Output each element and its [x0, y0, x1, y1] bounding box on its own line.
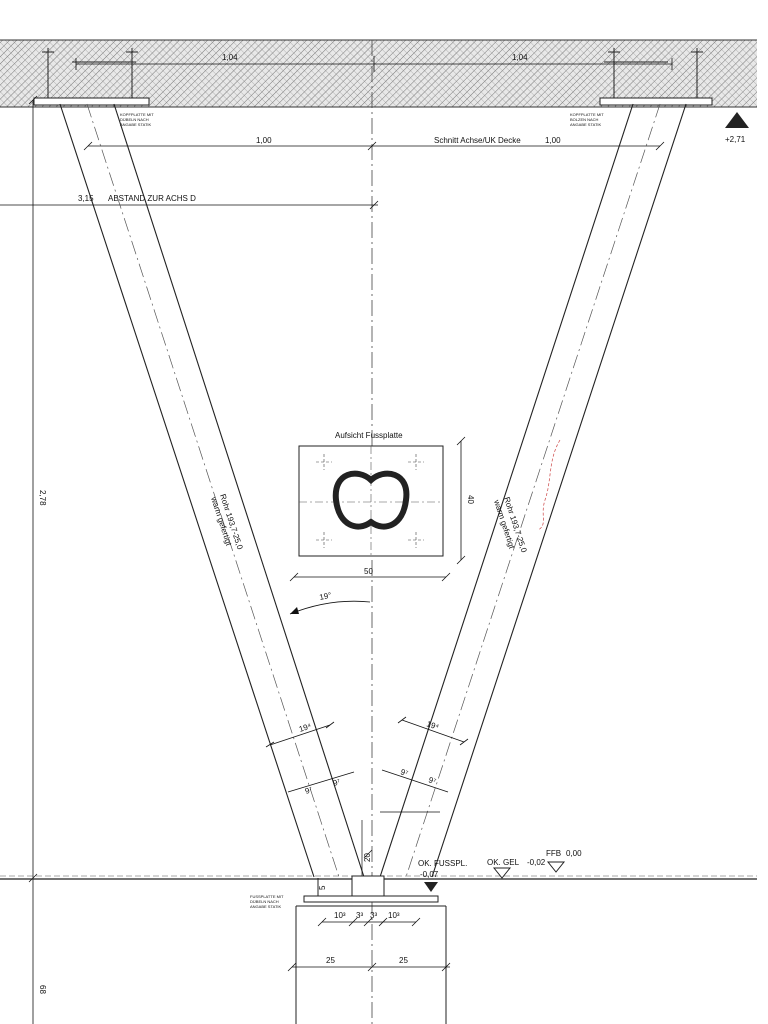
- base-dim-1-label: 10³: [334, 911, 346, 920]
- foot-plate-note-3: ANGABE STATIK: [250, 904, 282, 909]
- level-marker-top: [725, 112, 749, 128]
- head-plate-left-note-3: ANGABE STATIK: [120, 122, 152, 127]
- base-dim-3-label: 3³: [370, 911, 377, 920]
- pipe-width-right-label: 19⁴: [425, 719, 440, 732]
- head-plate-right-note-2: BOLZEN NACH: [570, 117, 599, 122]
- section-label: Schnitt Achse/UK Decke: [434, 136, 521, 145]
- level-marker-fusspl: [424, 882, 438, 892]
- base-plate-detail: [298, 445, 444, 557]
- base-width-left-label: 25: [326, 956, 335, 965]
- head-plate-left-note-1: KOPFPLATTE MIT: [120, 112, 154, 117]
- ok-fusspl-label: OK. FUSSPL.: [418, 859, 467, 868]
- level-marker-gelaende: [492, 867, 512, 879]
- ok-gel-value: -0,02: [527, 858, 546, 867]
- top-left-span-label: 1,04: [222, 53, 238, 62]
- half-right-b: 9⁷: [427, 775, 437, 786]
- axis-dimension: [83, 141, 665, 151]
- axis-left-value: 1,00: [256, 136, 272, 145]
- ok-fusspl-value: -0,07: [420, 870, 439, 879]
- foot-small-label: 5: [318, 885, 327, 890]
- detail-title: Aufsicht Fussplatte: [335, 431, 403, 440]
- axis-right-value: 1,00: [545, 136, 561, 145]
- pipe-left: [59, 103, 365, 878]
- top-right-span-label: 1,04: [512, 53, 528, 62]
- base-dim-row-2: [287, 962, 451, 972]
- half-left-a: 9⁷: [304, 785, 314, 796]
- base-dim-2-label: 3³: [356, 911, 363, 920]
- level-marker-ffb: [546, 861, 566, 873]
- foot-gap-label: 20: [363, 853, 372, 862]
- pipe-width-right-dim: [397, 716, 469, 746]
- bottom-vertical-label: 68: [38, 985, 47, 994]
- pipe-width-left-label: 19⁴: [298, 721, 313, 734]
- head-plate-left: [33, 48, 150, 106]
- base-dim-4-label: 10³: [388, 911, 400, 920]
- foot-plate-note-1: FUSSPLATTE MIT: [250, 894, 284, 899]
- level-top-label: +2,71: [725, 135, 746, 144]
- ffb-value: 0,00: [566, 849, 582, 858]
- vertical-dimension-left: [28, 95, 38, 1024]
- detail-width-label: 50: [364, 567, 373, 576]
- detail-height-dimension: [456, 436, 466, 565]
- half-width-left-dim: [287, 771, 355, 793]
- half-left-b: 9⁷: [332, 777, 342, 788]
- distance-label: ABSTAND ZUR ACHS D: [108, 194, 196, 203]
- foundation: [295, 905, 447, 1024]
- pipe-section-shape: [332, 470, 410, 530]
- base-dim-row-1: [317, 917, 421, 927]
- distance-value: 3,15: [78, 194, 94, 203]
- angle-label: 19°: [319, 591, 333, 602]
- angle-arc: [289, 600, 371, 615]
- head-plate-right-note-3: ANGABE STATIK: [570, 122, 602, 127]
- redline-sketch: [537, 439, 561, 531]
- top-span-dimension: [75, 56, 673, 72]
- vertical-height-label: 2,78: [38, 490, 47, 506]
- head-plate-right-note-1: KOPFPLATTE MIT: [570, 112, 604, 117]
- detail-height-label: 40: [466, 495, 475, 504]
- node-lines: [361, 811, 440, 876]
- head-plate-right: [599, 48, 713, 106]
- foot-plate: [303, 875, 439, 903]
- distance-dimension: [0, 200, 379, 210]
- foot-plate-note-2: DÜBELN NACH: [250, 899, 279, 904]
- pipe-right: [379, 103, 687, 878]
- base-width-right-label: 25: [399, 956, 408, 965]
- detail-width-dimension: [289, 572, 451, 582]
- head-plate-left-note-2: DÜBELN NACH: [120, 117, 149, 122]
- ok-gel-label: OK. GEL: [487, 858, 520, 867]
- ceiling-slab: [0, 39, 757, 108]
- ffb-label: FFB: [546, 849, 561, 858]
- half-right-a: 9⁷: [399, 767, 409, 778]
- pipe-width-left-dim: [265, 721, 335, 748]
- half-width-right-dim: [381, 769, 449, 793]
